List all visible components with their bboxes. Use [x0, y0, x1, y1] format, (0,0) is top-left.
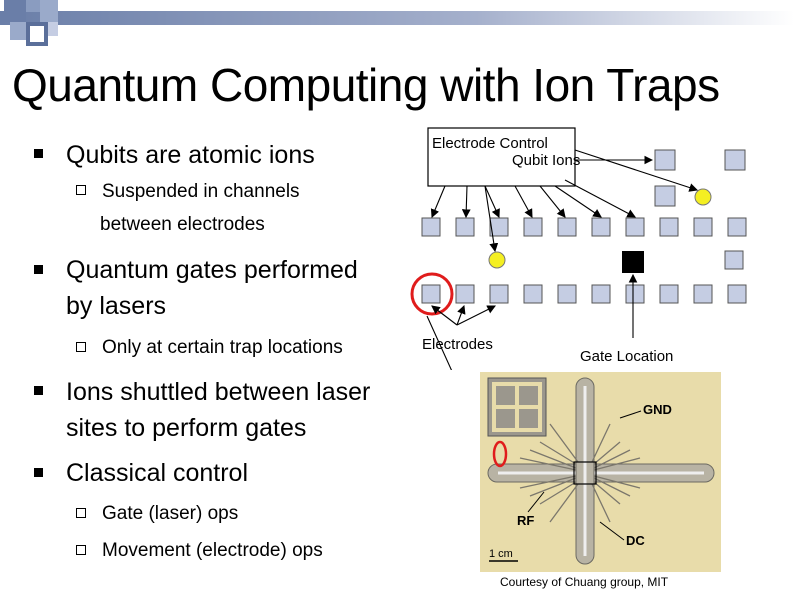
electrode — [557, 217, 577, 237]
scale-label: 1 cm — [489, 548, 513, 560]
bullet-gates-line2: by lasers — [66, 292, 167, 320]
sub-bullet-marker — [76, 545, 86, 555]
electrodes-label: Electrodes — [422, 336, 493, 353]
ion-trap-diagram: Electrode Control Qubit Ions — [410, 127, 747, 370]
gate-box — [573, 461, 597, 485]
bullet-marker — [34, 265, 43, 274]
sub-bullet-trap-locations: Only at certain trap locations — [102, 337, 343, 358]
electrode — [659, 217, 679, 237]
electrode — [693, 217, 713, 237]
photo-credit: Courtesy of Chuang group, MIT — [500, 575, 669, 589]
sub-bullet-suspended-2: between electrodes — [100, 214, 265, 235]
header-decoration — [0, 0, 794, 46]
sub-bullet-marker — [76, 508, 86, 518]
electrode — [724, 149, 746, 171]
electrode-control-box — [427, 127, 576, 187]
electrode — [654, 185, 676, 207]
electrode — [727, 284, 747, 304]
slide-title: Quantum Computing with Ion Traps — [12, 59, 720, 111]
bullet-qubits: Qubits are atomic ions — [66, 141, 315, 169]
bullet-marker — [34, 386, 43, 395]
electrode — [455, 217, 475, 237]
electrode — [591, 284, 611, 304]
bullet-classical-control: Classical control — [66, 459, 249, 487]
electrode — [523, 284, 543, 304]
electrode — [591, 217, 611, 237]
bullet-shuttled-line2: sites to perform gates — [66, 414, 307, 442]
electrode — [693, 284, 713, 304]
qubit-ion — [694, 188, 712, 206]
electrode — [455, 284, 475, 304]
bullet-shuttled-line1: Ions shuttled between laser — [66, 378, 371, 406]
sub-bullet-marker — [76, 342, 86, 352]
electrode — [421, 284, 441, 304]
sub-bullet-movement-ops: Movement (electrode) ops — [102, 540, 323, 561]
qubit-ion — [488, 251, 506, 269]
bullet-marker — [34, 149, 43, 158]
electrode — [727, 217, 747, 237]
dc-label: DC — [626, 533, 645, 548]
sub-bullet-gate-ops: Gate (laser) ops — [102, 503, 239, 524]
gnd-label: GND — [643, 402, 672, 417]
electrode — [625, 217, 645, 237]
gate-location-square — [622, 251, 644, 273]
bullet-marker — [34, 468, 43, 477]
bullet-gates-line1: Quantum gates performed — [66, 256, 358, 284]
rf-label: RF — [517, 513, 534, 528]
electrode — [557, 284, 577, 304]
trap-chip-photo: GND RF DC 1 cm — [480, 372, 721, 572]
electrode — [654, 149, 676, 171]
electrode — [625, 284, 645, 304]
sub-bullet-marker — [76, 185, 86, 195]
sub-bullet-suspended-1: Suspended in channels — [102, 181, 300, 202]
gate-location-label: Gate Location — [580, 348, 673, 365]
electrode — [724, 250, 744, 270]
electrode-control-label: Electrode Control — [432, 135, 548, 152]
qubit-ions-label: Qubit Ions — [512, 152, 580, 169]
highlight-ellipse — [492, 440, 508, 468]
electrode — [421, 217, 441, 237]
electrode — [659, 284, 679, 304]
electrode — [489, 284, 509, 304]
electrode — [523, 217, 543, 237]
